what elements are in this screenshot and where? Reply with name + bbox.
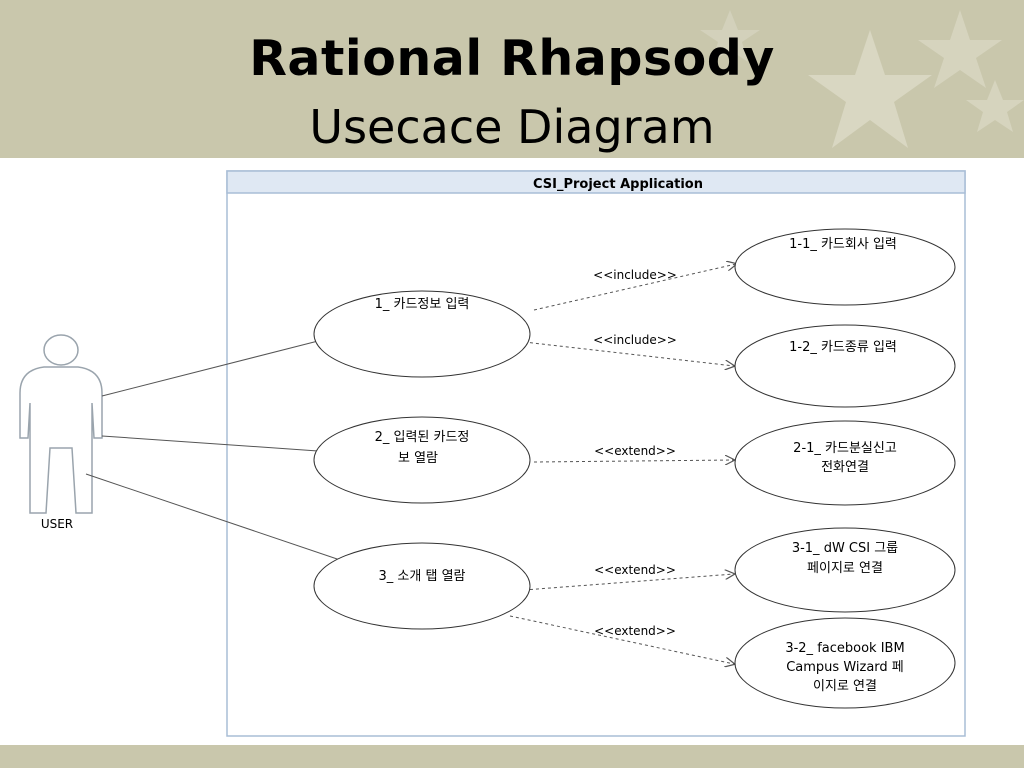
use-case-label: 페이지로 연결 xyxy=(807,561,883,576)
use-case-1[interactable] xyxy=(313,290,531,378)
use-case-label: 3-1_ dW CSI 그룹 xyxy=(792,541,898,556)
association-line xyxy=(101,339,323,397)
system-name: CSI_Project Application xyxy=(533,177,703,192)
use-case-label: 1_ 카드정보 입력 xyxy=(375,297,470,312)
relation-label: <<extend>> xyxy=(594,444,676,458)
use-case-label: 1-2_ 카드종류 입력 xyxy=(789,340,897,355)
use-case-label: 이지로 연결 xyxy=(813,679,877,694)
actor-head xyxy=(43,334,79,366)
slide-header: Rational Rhapsody Usecace Diagram xyxy=(0,0,1024,160)
use-case-label: 3-2_ facebook IBM xyxy=(785,641,904,656)
star-shape xyxy=(700,10,760,62)
use-case-2[interactable] xyxy=(313,416,531,504)
use-case-label: 2_ 입력된 카드정 xyxy=(375,430,470,445)
slide-subtitle: Usecace Diagram xyxy=(309,100,715,154)
use-case-label: 3_ 소개 탭 열람 xyxy=(379,569,466,584)
use-case-labels: 1_ 카드정보 입력 2_ 입력된 카드정 보 열람 3_ 소개 탭 열람 1-… xyxy=(375,237,905,694)
star-shape xyxy=(966,80,1024,132)
relation-label: <<extend>> xyxy=(594,624,676,638)
star-shape xyxy=(808,30,932,148)
relation-label: <<extend>> xyxy=(594,563,676,577)
system-header xyxy=(226,170,966,194)
actor-name: USER xyxy=(41,517,73,531)
use-case-1-1[interactable] xyxy=(734,228,956,306)
relation-label: <<include>> xyxy=(593,333,677,347)
use-case-diagram: CSI_Project Application USER <<include>>… xyxy=(19,170,966,737)
slide-title: Rational Rhapsody xyxy=(249,30,775,87)
include-arrow xyxy=(523,341,734,366)
use-case-3-1[interactable] xyxy=(734,527,956,613)
extend-arrow xyxy=(509,615,734,664)
decorative-stars xyxy=(700,10,1024,148)
use-case-2-1[interactable] xyxy=(734,420,956,506)
use-case-label: 1-1_ 카드회사 입력 xyxy=(789,237,897,252)
association-line xyxy=(101,435,319,452)
use-case-shapes xyxy=(313,228,956,709)
use-case-label: 전화연결 xyxy=(821,460,869,475)
actor-body xyxy=(19,366,103,514)
use-case-label: 보 열람 xyxy=(398,451,438,466)
use-case-1-2[interactable] xyxy=(734,324,956,408)
actor-user[interactable]: USER xyxy=(19,334,103,531)
dependencies xyxy=(509,264,736,664)
associations xyxy=(85,339,347,563)
use-case-label: 2-1_ 카드분실신고 xyxy=(793,441,897,456)
star-shape xyxy=(918,10,1002,88)
diagram-canvas: CSI_Project Application USER <<include>>… xyxy=(0,158,1024,745)
use-case-label: Campus Wizard 페 xyxy=(786,660,904,675)
relation-label: <<include>> xyxy=(593,268,677,282)
use-case-3-2[interactable] xyxy=(734,617,956,709)
extend-arrow xyxy=(523,574,734,591)
relation-labels: <<include>> <<include>> <<extend>> <<ext… xyxy=(593,268,677,638)
include-arrow xyxy=(533,264,736,311)
slide-footer-bar xyxy=(0,745,1024,768)
association-line xyxy=(85,473,347,563)
use-case-3[interactable] xyxy=(313,542,531,630)
